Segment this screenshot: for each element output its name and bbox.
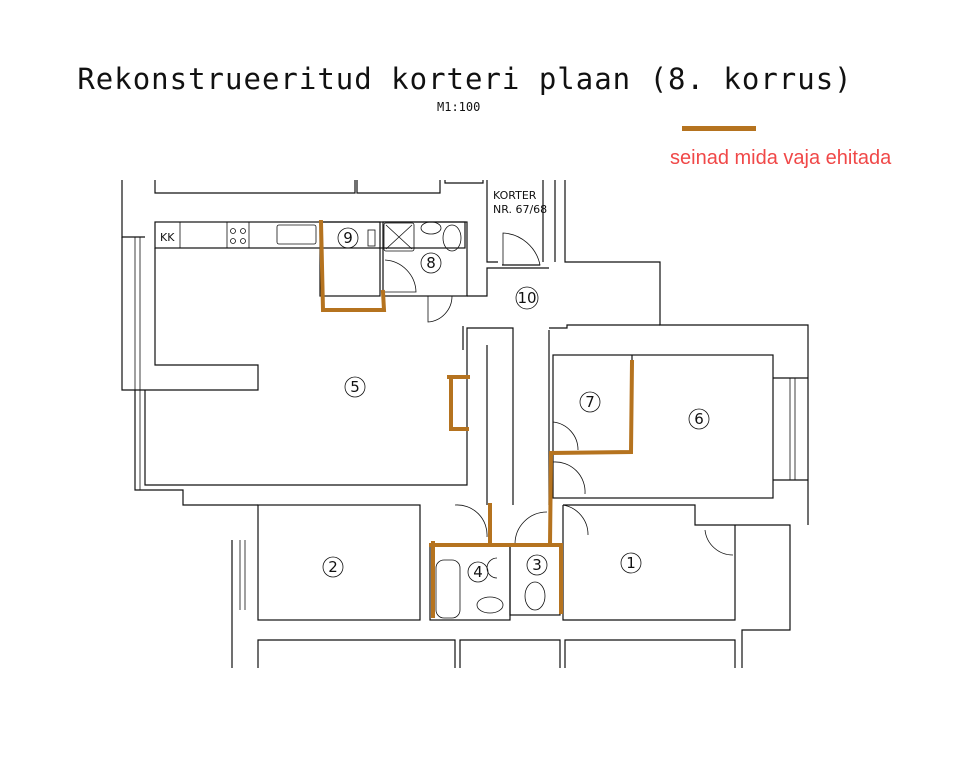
- neighbor-label-1: KORTER: [493, 189, 537, 202]
- room-8-label: 8: [426, 254, 436, 272]
- plan-title: Rekonstrueeritud korteri plaan (8. korru…: [77, 62, 853, 96]
- room-2-label: 2: [328, 558, 338, 576]
- room-4-label: 4: [473, 563, 483, 581]
- room-9-label: 9: [343, 229, 353, 247]
- room-5-label: 5: [350, 378, 360, 396]
- room-1-label: 1: [626, 554, 636, 572]
- legend-label: seinad mida vaja ehitada: [670, 147, 892, 169]
- new-walls: [318, 219, 635, 618]
- scale-label: M1:100: [437, 100, 481, 114]
- room-7-label: 7: [585, 393, 595, 411]
- legend-new-wall-swatch: [682, 126, 756, 131]
- room-10-label: 10: [517, 289, 536, 307]
- kitchen-label: KK: [160, 231, 175, 244]
- existing-walls: [121, 180, 809, 668]
- room-6-label: 6: [694, 410, 704, 428]
- room-3-label: 3: [532, 556, 542, 574]
- neighbor-label-2: NR. 67/68: [493, 203, 547, 216]
- room-labels: KK KORTER NR. 67/68 9 8 10 5 7 6 2 4 3 1: [160, 189, 710, 583]
